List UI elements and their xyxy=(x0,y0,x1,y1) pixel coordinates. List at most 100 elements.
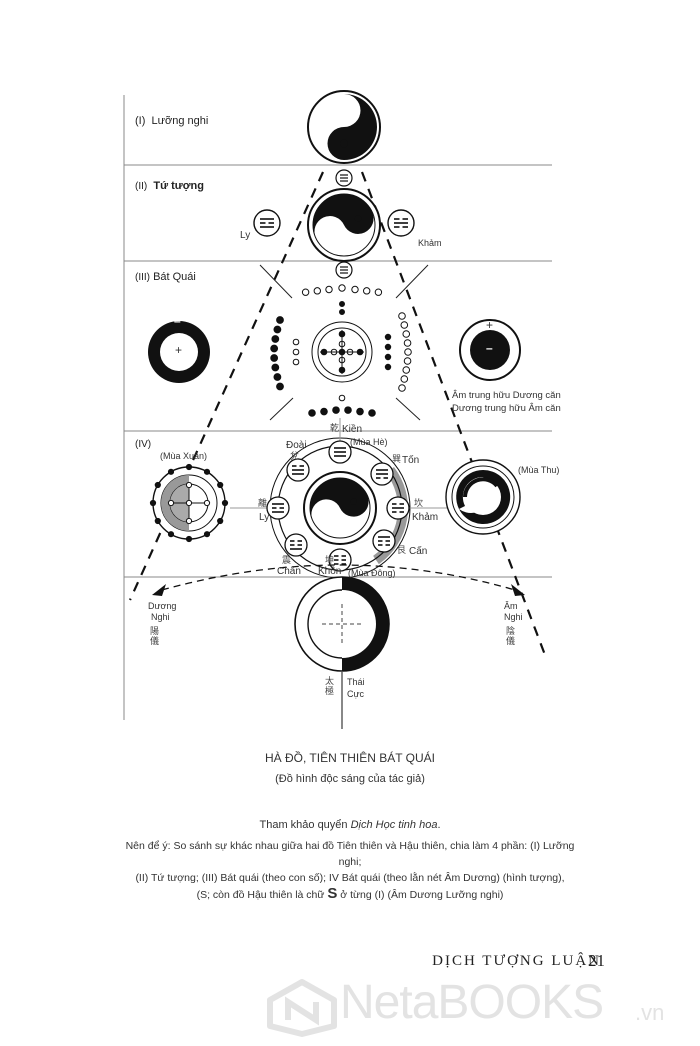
hetu-dot-left-outer xyxy=(276,382,284,391)
hetu-dot-right-outer xyxy=(400,321,409,329)
label-am-nghi: Nghi xyxy=(504,612,523,622)
hetu-dot-left-outer xyxy=(273,373,282,381)
label-kham-section2: Khảm xyxy=(418,238,442,248)
note-line-2: Dương trung hữu Âm căn xyxy=(452,403,561,414)
trigram-ton-icon xyxy=(370,462,394,486)
spring-ring-dot xyxy=(185,463,193,471)
hetu-dot-top-outer xyxy=(351,285,359,294)
hetu-dot-top-outer xyxy=(313,287,321,295)
reference-suffix: . xyxy=(437,819,441,831)
hetu-dot-left-inner xyxy=(292,358,300,366)
hetu-center-ring xyxy=(311,321,373,383)
note-line-1: Âm trung hữu Dương căn xyxy=(452,390,561,401)
section-label-1: (I) Lưỡng nghi xyxy=(135,115,208,127)
minus-sign-left: – xyxy=(174,314,181,328)
trigram-circle-kham xyxy=(387,209,415,237)
spring-ring-dot xyxy=(217,517,224,525)
label-kien: Kiền xyxy=(342,424,363,435)
hetu-dot-bottom-outer xyxy=(368,409,376,417)
hetu-dot-top-inner xyxy=(339,309,345,315)
watermark-text: NetaBOOKS xyxy=(340,976,604,1029)
hetu-dot-right-outer xyxy=(403,357,412,365)
label-am: Âm xyxy=(504,601,518,611)
note-text-line-3: (S; còn đồ Hậu thiên là chữ S ở từng (I)… xyxy=(120,886,580,903)
hetu-dot-left-inner xyxy=(292,348,300,356)
trigram-can-icon xyxy=(372,529,396,553)
section-2-number: (II) xyxy=(135,181,148,192)
hetu-dot-left-outer xyxy=(271,335,280,343)
arc-arrow-right xyxy=(511,584,525,596)
han-thai-cuc: 太極 xyxy=(325,677,335,697)
hetu-dot-bottom-inner xyxy=(338,394,346,402)
hetu-dot-right-outer xyxy=(402,366,411,374)
note-paragraph: Nên để ý: So sánh sự khác nhau giữa hai … xyxy=(120,838,580,903)
trigram-doai-icon xyxy=(286,458,310,482)
reference-line: Tham khảo quyển Dịch Học tinh hoa. xyxy=(0,819,700,831)
reference-prefix: Tham khảo quyển xyxy=(259,819,351,831)
label-mua-thu: (Mùa Thu) xyxy=(518,465,560,475)
hetu-center-ring-inner xyxy=(317,327,367,377)
trigram-can-icon-circle xyxy=(372,529,396,553)
label-mua-he: (Mùa Hè) xyxy=(350,437,388,447)
hetu-dot-left-outer xyxy=(273,325,282,334)
spring-ring-dot xyxy=(185,535,193,543)
hetu-dot-left-outer xyxy=(270,344,279,353)
trigram-kien-icon xyxy=(328,440,352,464)
dashed-line-right xyxy=(360,171,547,656)
han-doai: 兌 xyxy=(290,452,300,462)
section-3-number: (III) xyxy=(135,272,150,283)
hetu-dot-right-outer xyxy=(403,339,412,347)
page-number: 21 xyxy=(588,951,605,970)
hetu-dot-right-outer xyxy=(400,375,409,383)
taiji-section-2 xyxy=(307,188,381,262)
hetu-dot-right-outer xyxy=(398,384,406,392)
han-kien: 乾 xyxy=(330,424,340,434)
hetu-dot-right-inner xyxy=(384,363,392,371)
watermark-suffix: .vn xyxy=(635,1000,665,1025)
hetu-dot-left-outer xyxy=(270,354,279,362)
hetu-tick-tl xyxy=(259,264,293,299)
label-cuc: Cực xyxy=(347,689,365,699)
hetu-dot-bottom-outer xyxy=(320,407,328,416)
hetu-dot-left-inner xyxy=(292,338,300,346)
han-duong-nghi: 陽儀 xyxy=(150,627,160,647)
reference-book-title: Dịch Học tinh hoa xyxy=(350,819,438,831)
trigram-circle-ly xyxy=(253,209,281,237)
label-ly: Ly xyxy=(259,512,270,523)
label-chan: Chấn xyxy=(277,566,301,577)
section-1-number: (I) xyxy=(135,115,146,127)
note-line-3-end: ở từng (I) (Âm Dương Lưỡng nghi) xyxy=(337,889,504,901)
label-mua-dong: (Mùa Đông) xyxy=(348,568,396,578)
label-khon: Khôn xyxy=(318,566,342,577)
plus-sign-right: + xyxy=(486,318,494,332)
label-doai: Đoài xyxy=(286,440,307,451)
hetu-dot-right-outer xyxy=(398,312,406,320)
section-label-4: (IV) xyxy=(135,439,152,450)
label-duong-nghi: Nghi xyxy=(151,612,170,622)
hetu-tick-bl xyxy=(269,397,294,421)
section-label-2: (II) Tứ tượng xyxy=(135,180,204,192)
spring-ring-dot xyxy=(203,531,211,538)
s-symbol: S xyxy=(327,885,338,902)
spring-ring-dot xyxy=(149,499,157,507)
note-text-line-2: (II) Tứ tượng; (III) Bát quái (theo con … xyxy=(135,872,565,884)
ha-do-diagram xyxy=(123,90,552,729)
han-khon: 坤 xyxy=(325,556,335,566)
spring-ring-dot xyxy=(154,517,161,525)
hetu-dot-top-outer xyxy=(301,288,310,296)
hetu-dot-right-inner xyxy=(384,353,392,361)
trigram-kham-icon xyxy=(386,496,410,520)
trigram-circle-top xyxy=(335,169,353,187)
figure-title: HÀ ĐỒ, TIÊN THIÊN BÁT QUÁI xyxy=(264,751,436,765)
label-can: Cấn xyxy=(409,546,428,557)
han-chan: 震 xyxy=(282,556,292,566)
hetu-dot-top-outer xyxy=(338,284,346,292)
label-thai: Thái xyxy=(347,677,365,687)
hetu-dot-bottom-outer xyxy=(308,409,316,417)
label-ton: Tốn xyxy=(402,455,420,466)
note-line-3-start: (S; còn đồ Hậu thiên là chữ xyxy=(196,889,328,901)
spring-ring-dot xyxy=(203,468,211,475)
hetu-dot-bottom-outer xyxy=(344,406,352,414)
trigram-ly-icon-circle xyxy=(266,496,290,520)
running-title: DỊCH TƯỢNG LUẬN xyxy=(432,953,601,969)
